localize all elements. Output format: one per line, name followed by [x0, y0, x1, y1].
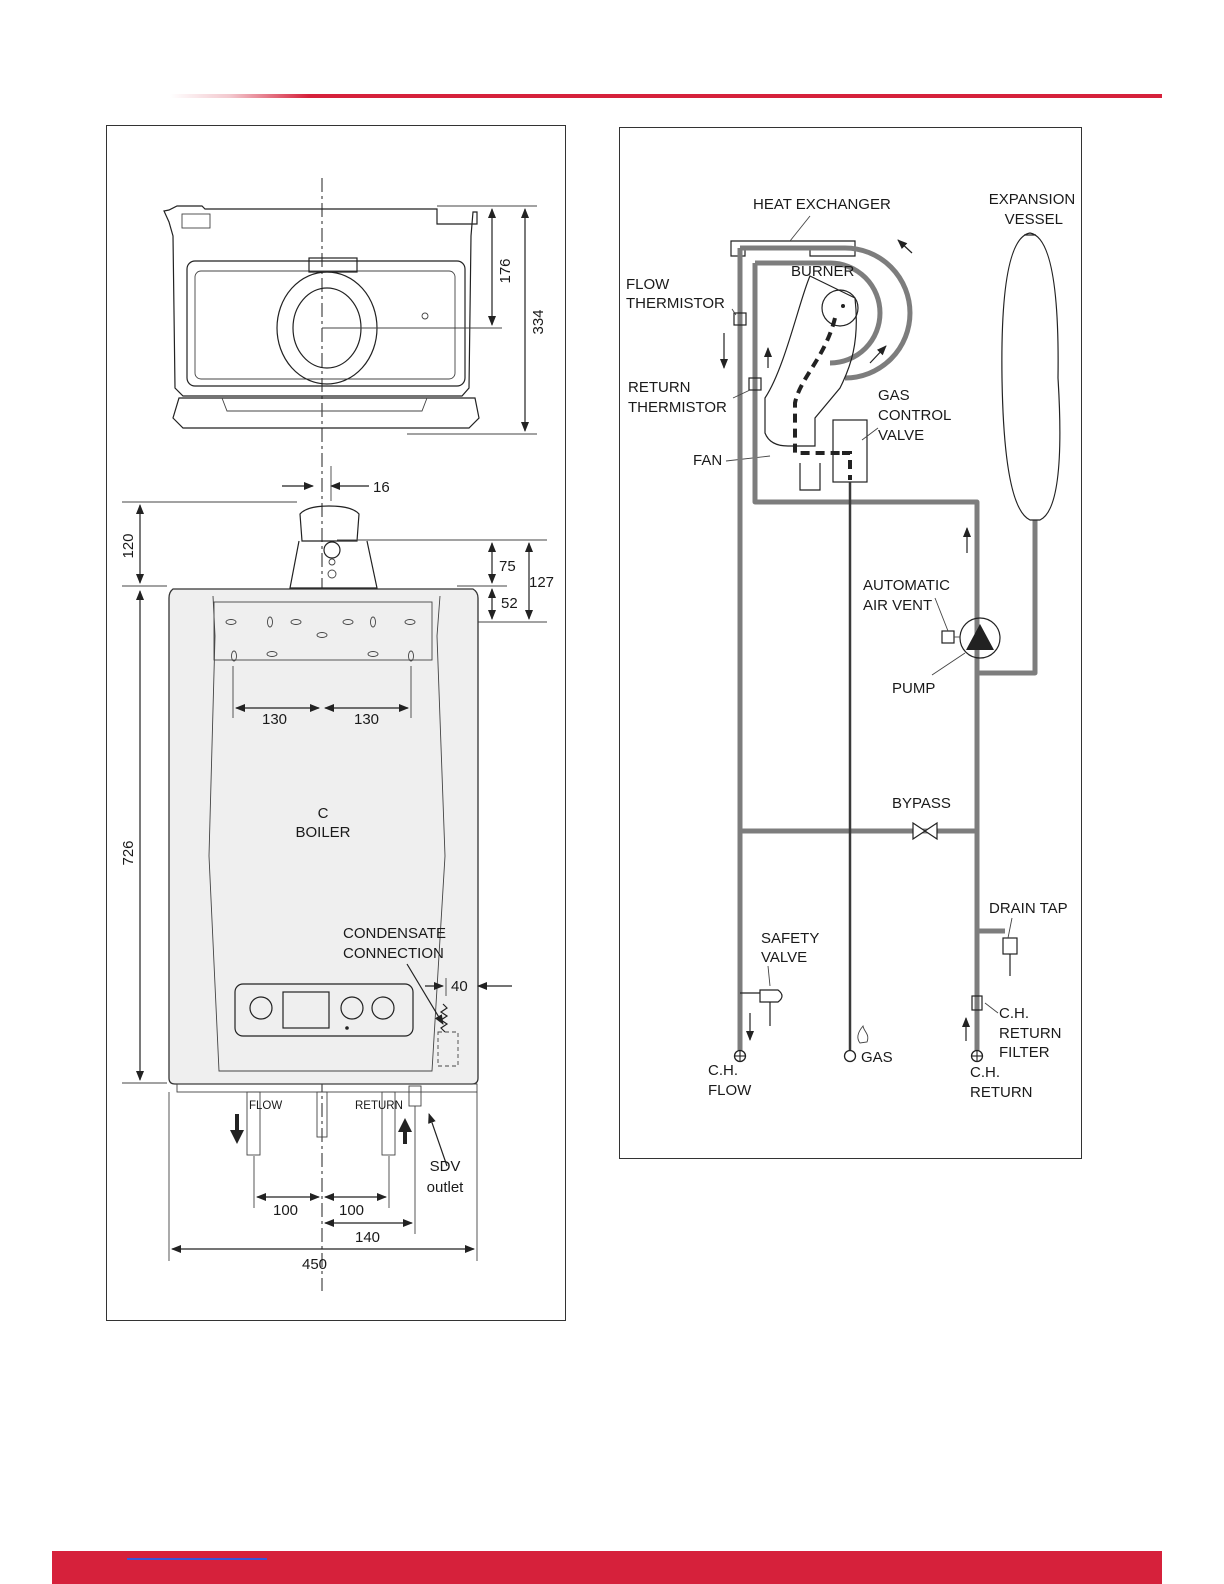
footer-link-underline [127, 1558, 267, 1560]
hydraulic-schematic-panel: HEAT EXCHANGER EXPANSION VESSEL FLOW THE… [619, 127, 1082, 1159]
dimension-127: 127 [529, 574, 554, 591]
sdv-label-line1: SDV [430, 1158, 461, 1175]
boiler-dimensions-panel: 176 334 16 120 75 52 127 [106, 125, 566, 1321]
flue-outlet [289, 505, 378, 589]
boiler-dimensions-drawing: 176 334 16 120 75 52 127 [120, 178, 554, 1291]
dimension-140: 140 [355, 1229, 380, 1246]
label-expansion-vessel-line2: VESSEL [1005, 211, 1063, 228]
condensate-label-line1: CONDENSATE [343, 925, 446, 942]
dimension-176: 176 [497, 258, 514, 283]
label-gas-control-valve-line1: GAS [878, 387, 910, 404]
label-safety-valve-line2: VALVE [761, 949, 807, 966]
label-return-filter-line3: FILTER [999, 1044, 1050, 1061]
boiler-centre-label: BOILER [295, 824, 350, 841]
automatic-air-vent [941, 630, 955, 644]
boiler-top-view [163, 205, 537, 435]
dimension-52: 52 [501, 595, 518, 612]
label-flow-thermistor-line1: FLOW [626, 276, 670, 293]
label-ch-return-line2: RETURN [970, 1084, 1033, 1101]
expansion-vessel [1001, 232, 1061, 521]
dimension-130-right: 130 [354, 711, 379, 728]
gas-flame-icon [857, 1024, 869, 1044]
return-label: RETURN [355, 1100, 403, 1112]
safety-valve [740, 965, 783, 1041]
label-ch-flow-line1: C.H. [708, 1062, 738, 1079]
footer-bar [52, 1551, 1162, 1584]
heat-exchanger [730, 240, 913, 381]
ch-return-connection [970, 1049, 984, 1063]
label-heat-exchanger: HEAT EXCHANGER [753, 196, 891, 213]
dimension-120: 120 [120, 533, 137, 558]
label-flow-thermistor-line2: THERMISTOR [626, 295, 725, 312]
dimension-726: 726 [120, 840, 137, 865]
return-arrow [398, 1118, 412, 1144]
burner-and-fan [764, 275, 859, 491]
label-return-thermistor-line1: RETURN [628, 379, 691, 396]
boiler-front-view [168, 588, 479, 1156]
flow-arrow [230, 1114, 244, 1144]
label-expansion-vessel-line1: EXPANSION [989, 191, 1075, 208]
dimension-130-left: 130 [262, 711, 287, 728]
dimension-334: 334 [530, 309, 547, 334]
return-thermistor-sensor [748, 377, 762, 391]
label-return-thermistor-line2: THERMISTOR [628, 399, 727, 416]
flow-thermistor-sensor [733, 312, 747, 326]
label-gas: GAS [861, 1049, 893, 1066]
label-safety-valve-line1: SAFETY [761, 930, 819, 947]
label-return-filter-line1: C.H. [999, 1005, 1029, 1022]
drain-tap [1002, 917, 1018, 976]
pump [959, 617, 1001, 659]
label-ch-flow-line2: FLOW [708, 1082, 752, 1099]
hydraulic-schematic-drawing: HEAT EXCHANGER EXPANSION VESSEL FLOW THE… [626, 191, 1075, 1101]
dimension-75: 75 [499, 558, 516, 575]
label-return-filter-line2: RETURN [999, 1025, 1062, 1042]
label-gas-control-valve-line2: CONTROL [878, 407, 951, 424]
dimension-40: 40 [451, 978, 468, 995]
bypass-valve [912, 821, 938, 841]
ch-flow-connection [733, 1049, 747, 1063]
label-fan: FAN [693, 452, 722, 469]
centreline-symbol: C [318, 805, 329, 822]
label-ch-return-line1: C.H. [970, 1064, 1000, 1081]
dimension-16-lines [282, 466, 369, 501]
label-automatic-air-vent-line1: AUTOMATIC [863, 577, 950, 594]
label-drain-tap: DRAIN TAP [989, 900, 1068, 917]
condensate-label-line2: CONNECTION [343, 945, 444, 962]
dimension-100-right: 100 [339, 1202, 364, 1219]
dimension-450: 450 [302, 1256, 327, 1273]
gas-connection [843, 1049, 857, 1063]
dimension-16: 16 [373, 479, 390, 496]
label-automatic-air-vent-line2: AIR VENT [863, 597, 932, 614]
label-pump: PUMP [892, 680, 935, 697]
heating-circuit-pipes [737, 248, 1038, 1056]
label-gas-control-valve-line3: VALVE [878, 427, 924, 444]
label-burner: BURNER [791, 263, 855, 280]
ch-return-filter [971, 995, 983, 1011]
label-bypass: BYPASS [892, 795, 951, 812]
dimension-100-left: 100 [273, 1202, 298, 1219]
header-rule [170, 94, 1162, 98]
flow-label: FLOW [249, 1100, 282, 1112]
sdv-label-line2: outlet [427, 1179, 465, 1196]
